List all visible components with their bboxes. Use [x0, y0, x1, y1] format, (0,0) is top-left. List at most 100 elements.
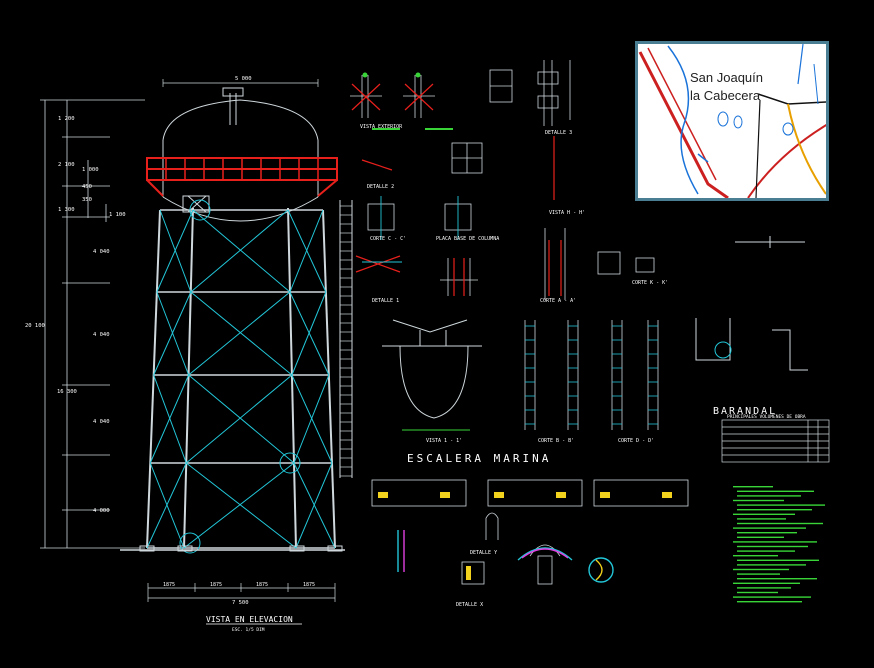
note-line	[737, 490, 814, 492]
note-line	[737, 522, 823, 525]
tank-width-dim: 5 000	[235, 76, 252, 82]
height-dim-7: 4 000	[93, 508, 110, 514]
bottom-details-yellow	[378, 492, 672, 580]
barandal-title: BARANDAL	[713, 406, 777, 417]
vertical-dimension-chain	[40, 99, 145, 549]
brace	[190, 291, 293, 376]
vertical-dimension-texts: 1 200 2 100 1 300 4 040 4 040 4 040 4 00…	[25, 116, 126, 514]
mid-details-cyan	[362, 196, 459, 263]
note-line	[737, 587, 791, 589]
water-tank	[162, 87, 319, 222]
label-detalle-y: DETALLE Y	[470, 550, 497, 556]
brace	[192, 209, 291, 293]
label-corte-aa: CORTE A - A'	[540, 298, 576, 304]
label-vista-hh: VISTA H - H'	[549, 210, 585, 216]
label-corte-kk: CORTE K - K'	[632, 280, 668, 286]
height-dim-4: 4 040	[93, 249, 110, 255]
structure-height-dim: 16 300	[57, 389, 77, 395]
bay-width-texts: 1875 1875 1875 1875	[163, 582, 315, 588]
brace	[190, 209, 289, 293]
tank-top-dimension	[162, 79, 319, 87]
base-width-dim: 7 500	[232, 600, 249, 606]
brace	[146, 462, 187, 549]
note-line	[737, 545, 808, 548]
label-detalle3: DETALLE 3	[545, 130, 572, 136]
note-line	[737, 504, 825, 506]
note-line	[737, 601, 802, 603]
note-line	[737, 564, 806, 566]
note-line	[733, 568, 789, 571]
map-roads	[638, 44, 826, 198]
note-line	[737, 495, 801, 497]
bottom-dimensions	[147, 583, 336, 602]
brace	[183, 462, 295, 549]
map-place-line1: San Joaquín	[690, 70, 764, 85]
elevation-subtitle: ESC. 1/5 DIM	[232, 627, 265, 633]
label-vista-exterior: VISTA EXTERIOR	[360, 124, 403, 130]
bowl-detail	[382, 319, 482, 431]
label-detalle-x: DETALLE X	[456, 602, 483, 608]
barandal-detail	[695, 236, 808, 371]
top-details-row	[350, 60, 571, 126]
green-accents	[362, 72, 453, 130]
height-dim-2: 2 100	[58, 162, 75, 168]
brace	[185, 462, 297, 549]
brace	[188, 291, 291, 376]
bay-width-1: 1875	[163, 582, 175, 588]
quantities-table	[721, 419, 830, 463]
top-details-red	[351, 83, 555, 200]
note-line	[737, 550, 795, 552]
brace	[149, 374, 190, 464]
tower-cross-bracing	[146, 209, 336, 549]
note-line	[733, 486, 773, 488]
note-line	[737, 573, 780, 575]
ring-balcony-posts	[146, 158, 338, 180]
location-map-inset: San Joaquín la Cabecera	[635, 41, 829, 201]
height-dim-3: 1 300	[58, 207, 75, 213]
mid-details-red	[355, 240, 562, 296]
brace	[156, 209, 194, 293]
bay-width-2: 1875	[210, 582, 222, 588]
total-height-dim: 20 100	[25, 323, 45, 329]
label-detalle2: DETALLE 2	[367, 184, 394, 190]
height-dim-5: 4 040	[93, 332, 110, 338]
mid-details-row	[367, 142, 655, 300]
height-dim-1: 1 200	[58, 116, 75, 122]
ring-dim-1: 1 000	[82, 167, 99, 173]
bay-width-3: 1875	[256, 582, 268, 588]
ladder-sections	[524, 320, 659, 430]
tower-horizontal-beams	[147, 209, 335, 549]
label-corte-cc: CORTE C - C'	[370, 236, 406, 242]
note-line	[733, 513, 795, 515]
detail-labels: VISTA EXTERIOR DETALLE 3 DETALLE 2 VISTA…	[360, 124, 668, 608]
bottom-details-row	[371, 479, 689, 585]
general-notes	[733, 486, 825, 603]
escalera-title: ESCALERA MARINA	[407, 452, 551, 465]
note-line	[737, 518, 786, 520]
ladder-section-rungs	[525, 325, 658, 425]
label-vista11: VISTA 1 - 1'	[426, 438, 462, 444]
side-ladder	[339, 200, 353, 478]
ladder-rungs	[340, 205, 352, 477]
connection-circles	[179, 199, 301, 554]
note-line	[737, 532, 797, 534]
brace	[295, 462, 333, 549]
brace	[188, 374, 295, 464]
note-line	[733, 582, 800, 584]
note-line	[733, 527, 806, 529]
barandal-circle	[714, 341, 732, 359]
brace	[289, 209, 324, 293]
note-line	[733, 555, 778, 557]
tower-columns	[146, 207, 336, 549]
note-line	[737, 591, 778, 594]
brace	[293, 374, 330, 464]
label-corte-dd: CORTE D - D'	[618, 438, 654, 444]
note-line	[733, 541, 817, 543]
label-placa-base: PLACA BASE DE COLUMNA	[436, 236, 499, 242]
quantities-title: PRINCIPALES VOLUMENES DE OBRA	[727, 414, 806, 420]
map-place-line2: la Cabecera	[690, 88, 761, 103]
small-dim: 1 100	[109, 212, 126, 218]
note-line	[737, 536, 784, 538]
